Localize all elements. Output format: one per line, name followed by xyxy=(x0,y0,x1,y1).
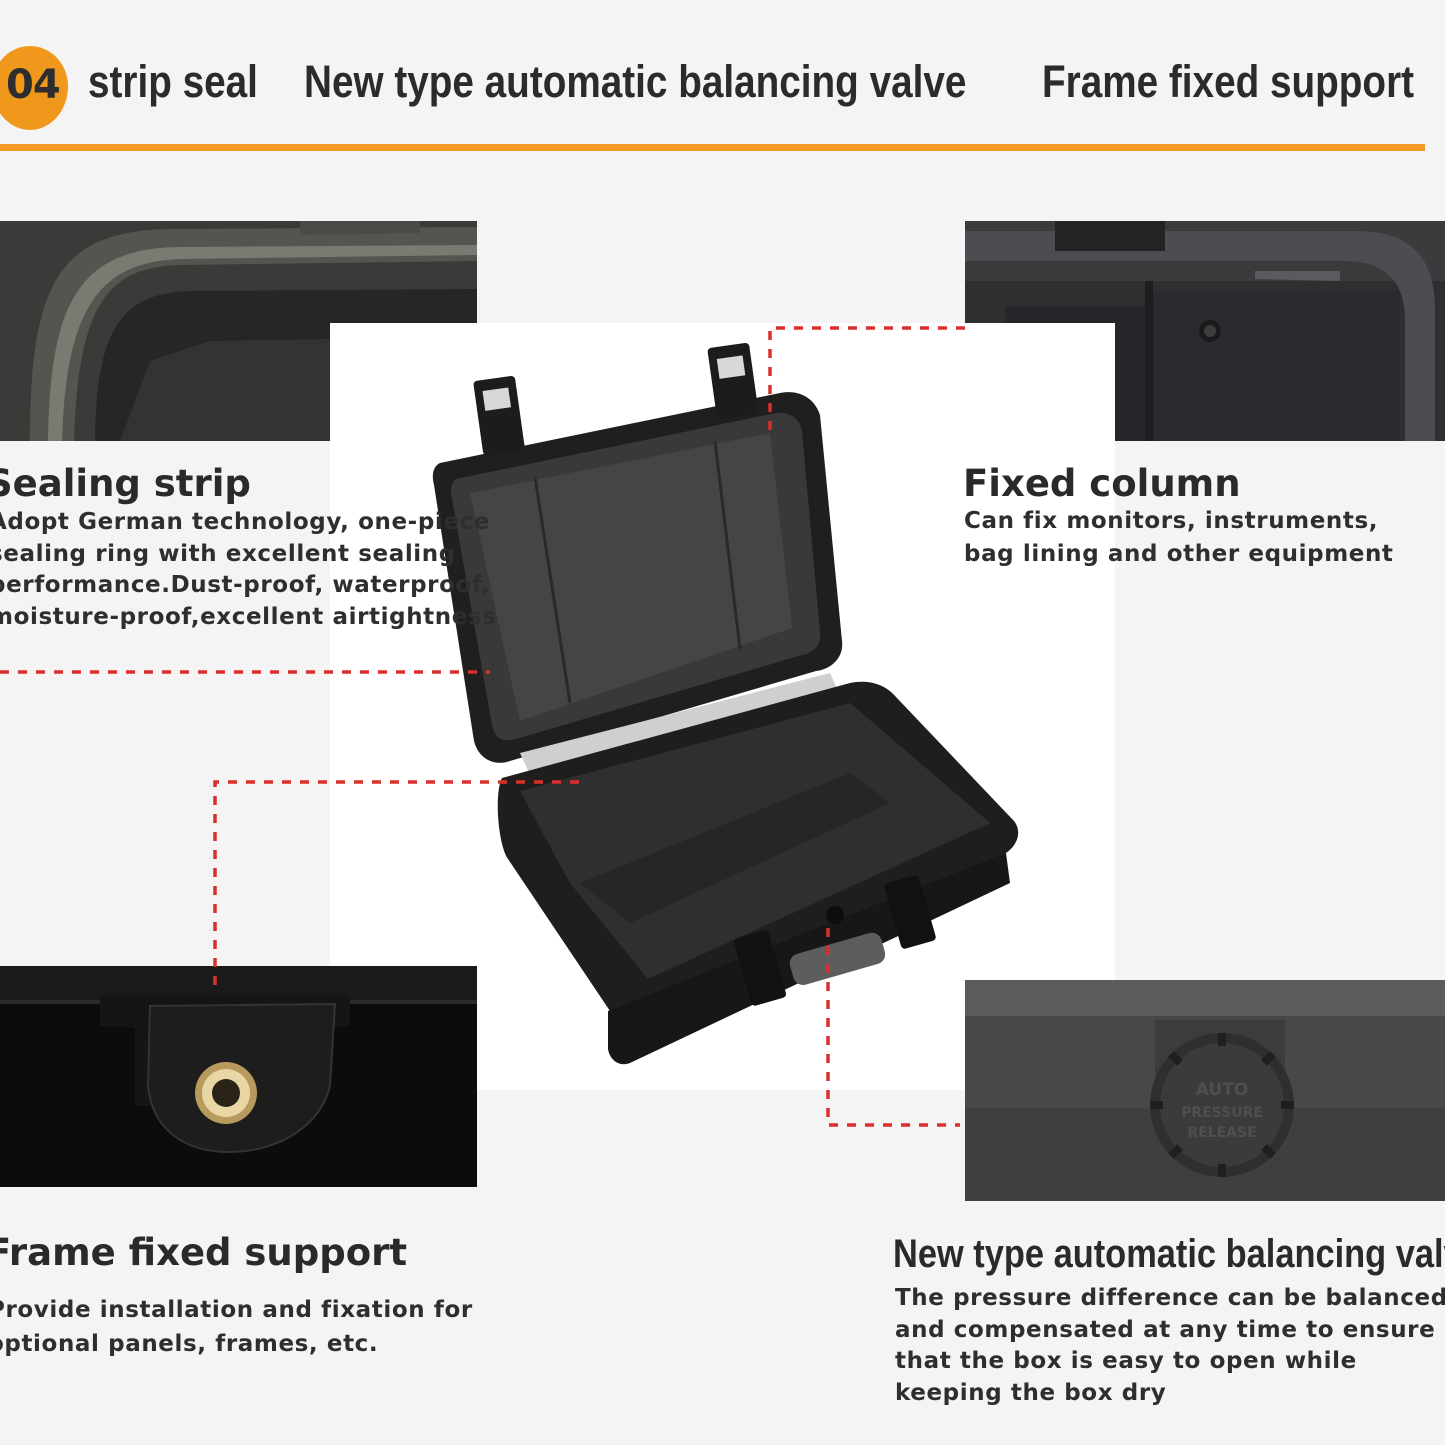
header-item-balancing-valve: New type automatic balancing valve xyxy=(304,56,967,107)
badge-number: 04 xyxy=(6,62,61,108)
sealing-line-2: sealing ring with excellent sealing xyxy=(0,540,456,567)
valve-line-3: that the box is easy to open while xyxy=(895,1348,1357,1374)
valve-imprint-pressure: PRESSURE xyxy=(1181,1105,1263,1121)
frame-line-1: Provide installation and fixation for xyxy=(0,1297,473,1323)
valve-line-4: keeping the box dry xyxy=(895,1379,1167,1406)
frame-support-description: Provide installation and fixation for op… xyxy=(0,1293,473,1361)
sealing-strip-title: Sealing strip xyxy=(0,462,251,505)
sealing-line-3: performance.Dust-proof, waterproof, xyxy=(0,572,491,598)
hard-case-image xyxy=(330,323,1115,1090)
number-badge xyxy=(0,46,68,130)
balancing-valve-photo: AUTO PRESSURE RELEASE xyxy=(965,980,1445,1201)
valve-line-2: and compensated at any time to ensure xyxy=(895,1316,1436,1343)
valve-imprint-auto: AUTO xyxy=(1196,1080,1249,1100)
frame-support-title: Frame fixed support xyxy=(0,1231,408,1274)
balancing-valve-description: The pressure difference can be balanced … xyxy=(895,1283,1445,1409)
header-item-frame-support: Frame fixed support xyxy=(1042,56,1415,107)
header-divider xyxy=(0,144,1425,151)
fixed-column-description: Can fix monitors, instruments, bag linin… xyxy=(964,505,1394,571)
sealing-line-1: Adopt German technology, one-piece xyxy=(0,509,490,535)
column-line-2: bag lining and other equipment xyxy=(964,541,1394,567)
fixed-column-title: Fixed column xyxy=(963,462,1241,505)
balancing-valve-title: New type automatic balancing valve xyxy=(893,1232,1445,1276)
header-item-strip-seal: strip seal xyxy=(88,56,258,107)
frame-support-photo xyxy=(0,966,477,1187)
sealing-strip-description: Adopt German technology, one-piece seali… xyxy=(0,507,497,633)
valve-line-1: The pressure difference can be balanced xyxy=(895,1285,1445,1311)
column-line-1: Can fix monitors, instruments, xyxy=(964,508,1379,534)
sealing-line-4: moisture-proof,excellent airtightness xyxy=(0,603,497,630)
frame-line-2: optional panels, frames, etc. xyxy=(0,1331,379,1357)
valve-imprint-release: RELEASE xyxy=(1187,1125,1256,1141)
